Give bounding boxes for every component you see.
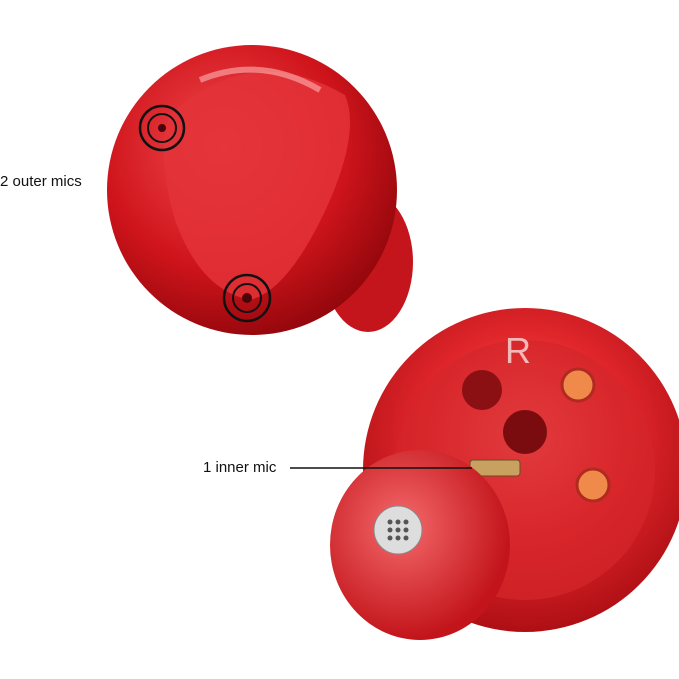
- outer-mic-callout-2: [222, 273, 272, 323]
- inner-mic-label: 1 inner mic: [203, 459, 277, 476]
- contact-pin: [575, 467, 611, 503]
- component: [503, 410, 547, 454]
- contact-pin: [560, 367, 596, 403]
- earbud-inner-view: [290, 308, 679, 640]
- outer-mic-callout-1: [138, 104, 186, 152]
- component: [462, 370, 502, 410]
- earbud-outer-view: [107, 45, 413, 335]
- right-side-marker: R: [505, 330, 531, 371]
- touchpad-surface: [163, 71, 350, 300]
- outer-mics-label: 2 outer mics: [0, 173, 82, 190]
- ear-tip: [330, 450, 510, 640]
